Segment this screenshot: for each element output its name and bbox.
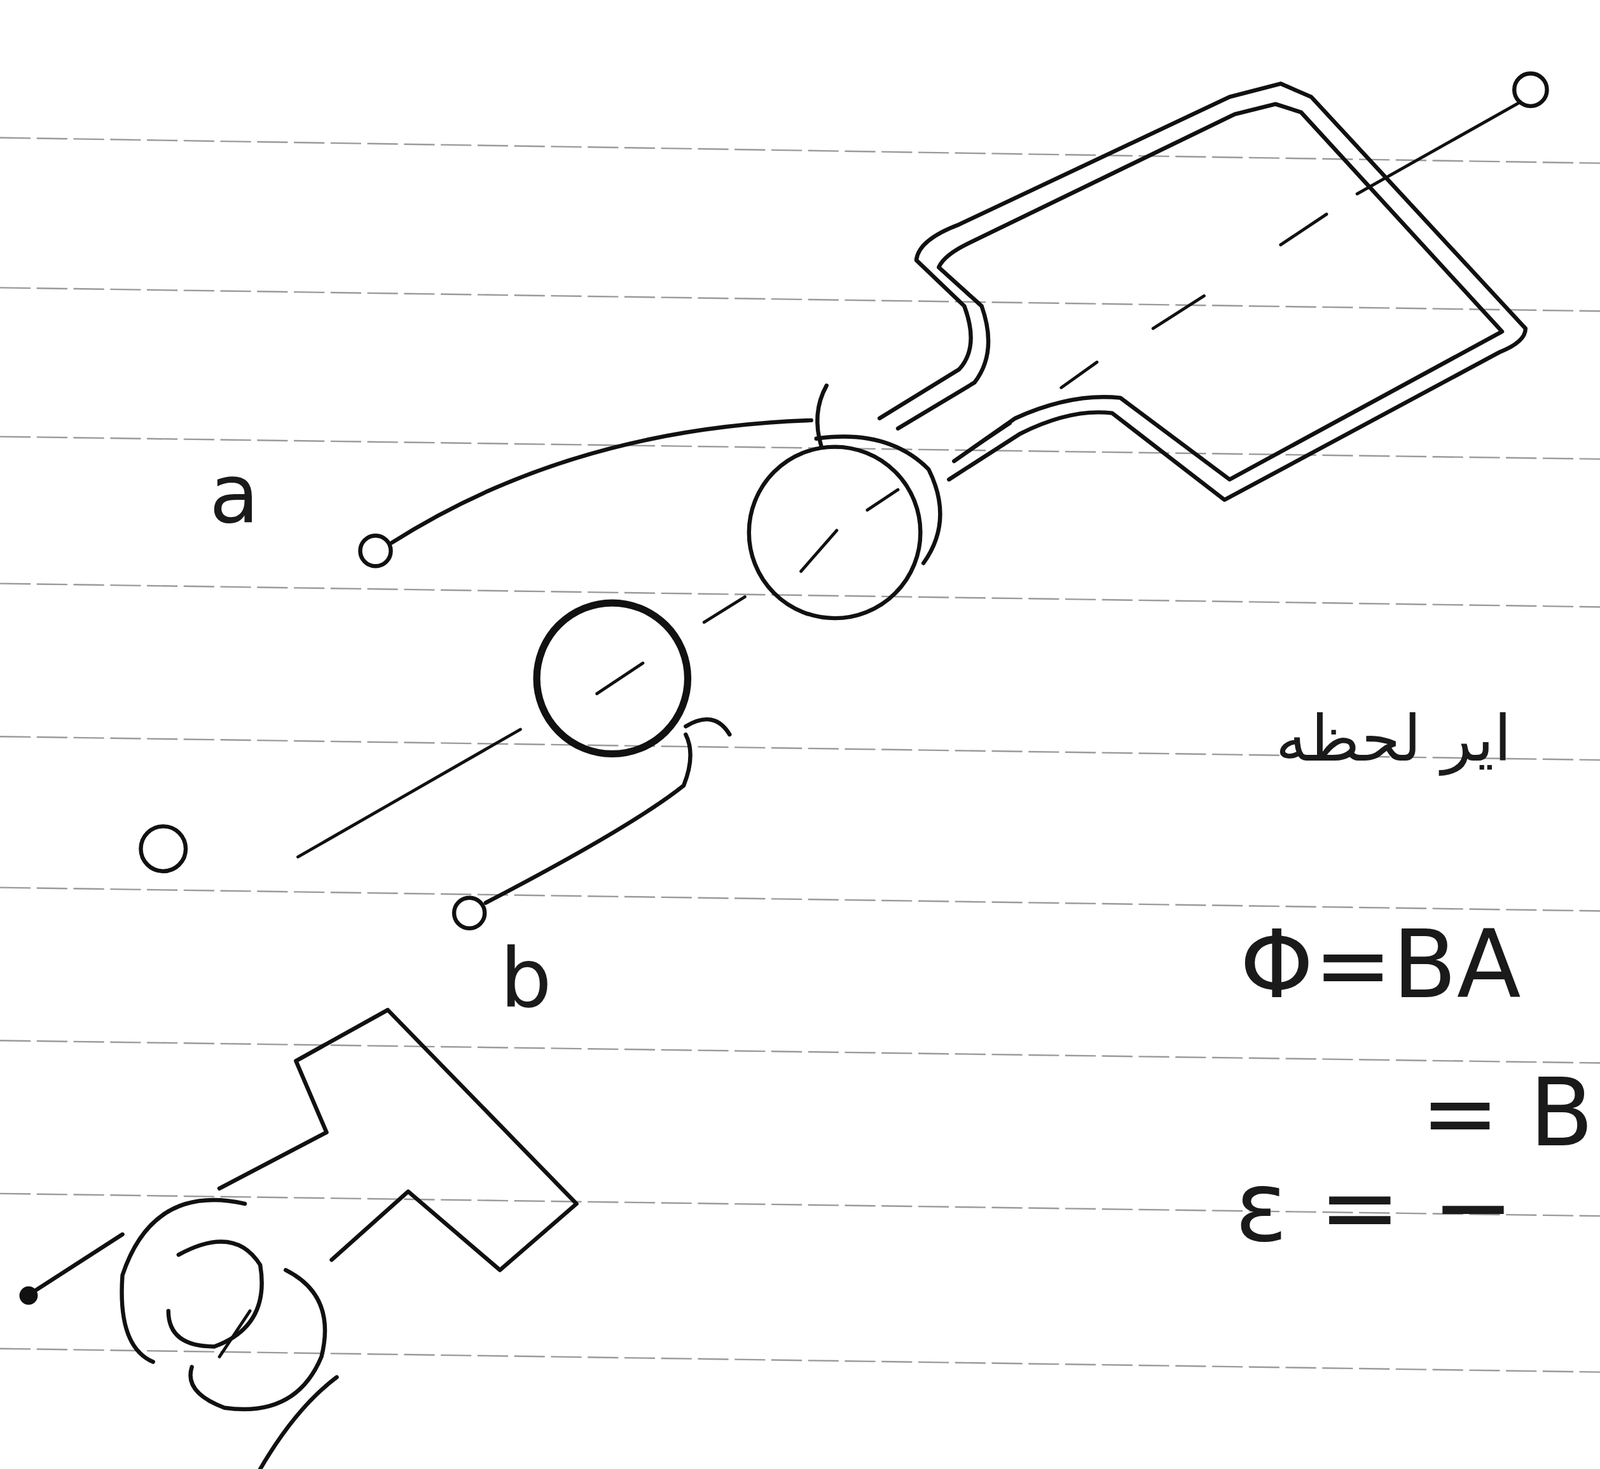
small-wire — [260, 1377, 337, 1469]
brush-contact — [817, 385, 827, 447]
equation: Φ=BA — [1240, 913, 1522, 1017]
note-text: ایر لحظه — [1275, 703, 1512, 774]
small-axis — [219, 1310, 250, 1357]
equation: = B — [1420, 1061, 1594, 1165]
brush-wire — [391, 420, 811, 544]
axis-dashed-line — [597, 101, 1521, 694]
brush-wire — [485, 734, 691, 904]
ruled-line — [0, 887, 1600, 912]
equation: ε = − — [1234, 1152, 1515, 1261]
terminal-label: b — [499, 933, 552, 1024]
axis-line — [298, 729, 521, 858]
small-coil-loop — [219, 1009, 577, 1270]
slip-ring — [749, 447, 921, 619]
small-slip-ring — [190, 1269, 325, 1410]
terminal-circle — [359, 535, 391, 566]
ruled-lines — [0, 137, 1600, 1373]
brush-contact — [685, 719, 730, 735]
terminal-label: a — [209, 448, 260, 539]
axis-end-circle — [1514, 73, 1547, 107]
slip-ring-edge — [816, 436, 941, 564]
axis-end-circle — [140, 826, 186, 872]
coil-loop-outer — [879, 83, 1526, 501]
coil-loop-inner — [897, 104, 1503, 480]
ruled-line — [0, 287, 1600, 311]
small-slip-ring — [168, 1241, 263, 1347]
ruled-line — [0, 1348, 1600, 1373]
slip-ring — [536, 602, 688, 754]
ruled-line — [0, 1040, 1600, 1063]
ruled-line — [0, 583, 1600, 608]
small-wire — [30, 1234, 123, 1294]
wire-end-dot — [21, 1288, 36, 1303]
terminal-circle — [454, 897, 485, 929]
